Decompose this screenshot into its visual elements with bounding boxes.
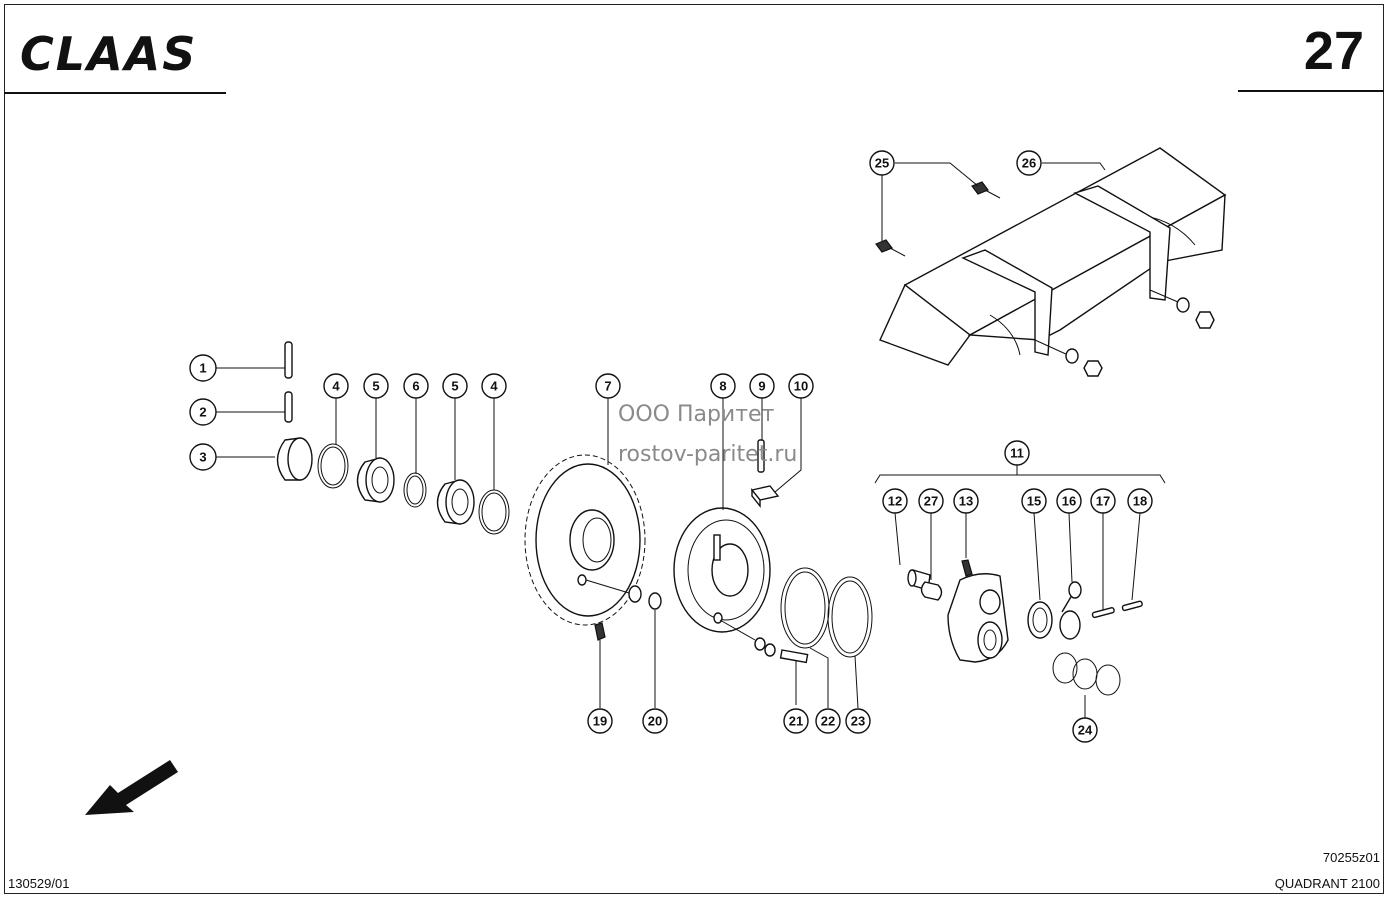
claas-logo: CLAAS	[20, 28, 197, 76]
ring-6	[403, 472, 427, 508]
spacers-20	[585, 579, 662, 610]
o-ring-22	[780, 567, 830, 649]
block-10	[750, 485, 780, 508]
callout-3: 3	[189, 443, 217, 471]
roller-27	[920, 581, 943, 601]
svg-text:6: 6	[412, 379, 419, 394]
svg-text:18: 18	[1133, 494, 1147, 509]
svg-text:26: 26	[1022, 156, 1036, 171]
svg-text:20: 20	[648, 714, 662, 729]
direction-arrow	[85, 760, 178, 815]
watermark-url: rostov-paritet.ru	[618, 442, 798, 467]
callout-8: 8	[710, 373, 736, 399]
callout-10: 10	[788, 373, 814, 399]
svg-text:3: 3	[199, 450, 206, 465]
leader-lines	[216, 162, 1141, 718]
svg-text:5: 5	[451, 379, 458, 394]
callout-24: 24	[1072, 717, 1098, 743]
callout-18: 18	[1127, 488, 1153, 514]
guard-bolts	[875, 181, 1001, 257]
link-16	[1059, 581, 1082, 640]
svg-text:2: 2	[199, 405, 206, 420]
svg-text:10: 10	[794, 379, 808, 394]
assembly-11-bracket	[874, 465, 1166, 484]
svg-text:24: 24	[1078, 723, 1093, 738]
friction-disc-8	[673, 507, 771, 633]
crank-lever	[947, 573, 1009, 663]
callout-21: 21	[783, 708, 809, 734]
grease-nipple-19	[594, 622, 606, 700]
drawing-code: 70255z01	[1322, 850, 1380, 865]
guard-nuts	[1065, 297, 1215, 377]
callout-17: 17	[1090, 488, 1116, 514]
page-frame	[4, 4, 1384, 894]
spring-15	[1027, 601, 1053, 639]
callout-25: 25	[869, 150, 895, 176]
callout-22: 22	[815, 708, 841, 734]
svg-text:1: 1	[199, 361, 206, 376]
callout-9: 9	[749, 373, 775, 399]
callout-27: 27	[918, 488, 944, 514]
svg-text:8: 8	[719, 379, 726, 394]
callout-4a: 4	[323, 373, 349, 399]
bushing-3	[276, 437, 313, 481]
svg-text:12: 12	[888, 494, 902, 509]
svg-text:17: 17	[1096, 494, 1110, 509]
callout-5b: 5	[442, 373, 468, 399]
svg-text:25: 25	[875, 156, 889, 171]
callout-20: 20	[642, 708, 668, 734]
snap-ring-4b	[478, 489, 510, 535]
gear-7	[524, 454, 646, 626]
pin-1	[284, 341, 293, 379]
svg-text:22: 22	[821, 714, 835, 729]
document-id: 130529/01	[8, 876, 70, 891]
callout-4b: 4	[481, 373, 507, 399]
svg-text:5: 5	[372, 379, 379, 394]
svg-text:15: 15	[1027, 494, 1041, 509]
bolt-21	[719, 619, 809, 705]
svg-text:19: 19	[593, 714, 607, 729]
snap-ring-23	[827, 576, 873, 658]
callout-23: 23	[845, 708, 871, 734]
callout-26: 26	[1016, 150, 1042, 176]
callout-1: 1	[189, 354, 217, 382]
bearing-5a	[356, 457, 395, 503]
callout-15: 15	[1021, 488, 1047, 514]
pin-18	[1121, 600, 1143, 612]
pin-2	[284, 391, 293, 423]
callout-5a: 5	[363, 373, 389, 399]
callout-16: 16	[1056, 488, 1082, 514]
callout-19: 19	[587, 708, 613, 734]
svg-text:21: 21	[789, 714, 803, 729]
page-number: 27	[1303, 21, 1364, 81]
callout-11: 11	[1004, 440, 1030, 466]
snap-ring-4a	[317, 443, 349, 489]
grease-nipple-13	[961, 559, 973, 577]
svg-text:4: 4	[332, 379, 340, 394]
header-rule-left	[4, 92, 226, 94]
watermark-company: ООО Паритет	[618, 402, 775, 427]
machine-model: QUADRANT 2100	[1274, 876, 1380, 891]
header-rule-right	[1238, 90, 1384, 92]
callout-13: 13	[953, 488, 979, 514]
svg-text:16: 16	[1062, 494, 1076, 509]
claas-logo-text: CLAAS	[20, 28, 197, 76]
callout-2: 2	[189, 398, 217, 426]
callout-6: 6	[403, 373, 429, 399]
svg-text:4: 4	[490, 379, 498, 394]
rings-24	[1052, 652, 1121, 696]
svg-text:11: 11	[1010, 446, 1024, 461]
svg-text:27: 27	[924, 494, 938, 509]
bearing-5b	[436, 479, 475, 525]
callout-7: 7	[595, 373, 621, 399]
svg-text:9: 9	[758, 379, 765, 394]
callout-12: 12	[882, 488, 908, 514]
svg-text:7: 7	[604, 379, 611, 394]
pin-9	[757, 439, 765, 473]
pin-17	[1091, 607, 1115, 619]
svg-text:23: 23	[851, 714, 865, 729]
guard-housing	[879, 147, 1227, 366]
svg-text:13: 13	[959, 494, 973, 509]
